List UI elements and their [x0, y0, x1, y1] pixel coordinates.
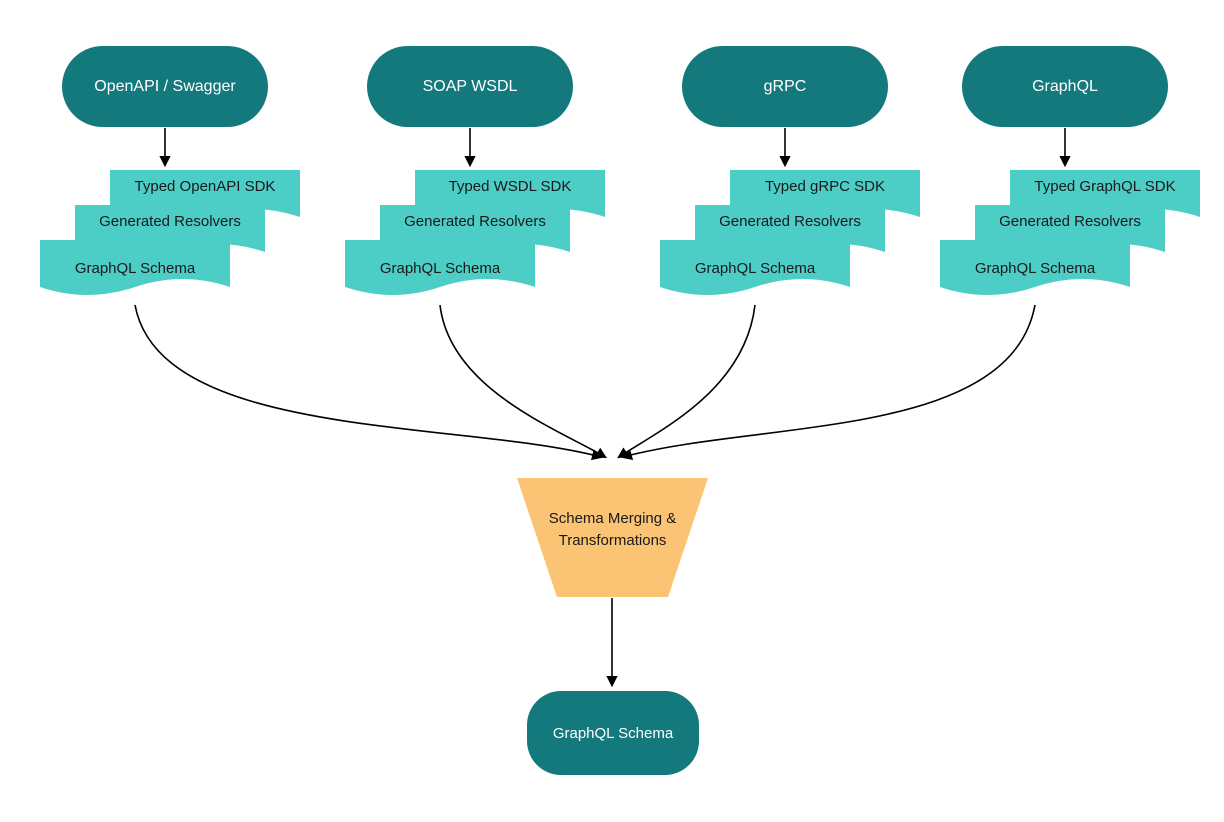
sdk-document-label: Typed WSDL SDK — [448, 178, 572, 195]
schema-document-label: GraphQL Schema — [694, 260, 816, 277]
output-schema-label: GraphQL Schema — [552, 724, 674, 742]
sdk-document-label: Typed OpenAPI SDK — [134, 178, 276, 195]
source-node-openapi: OpenAPI / Swagger — [62, 46, 268, 127]
source-node-label: SOAP WSDL — [422, 77, 518, 95]
curve-openapi-to-merge — [134, 304, 604, 461]
document-shape-schema — [40, 240, 230, 295]
sdk-document-label: Typed GraphQL SDK — [1034, 178, 1176, 195]
resolvers-document-label: Generated Resolvers — [999, 213, 1141, 230]
document-shape-schema — [660, 240, 850, 295]
source-node-soap: SOAP WSDL — [367, 46, 573, 127]
resolvers-document-label: Generated Resolvers — [99, 213, 241, 230]
resolvers-document-label: Generated Resolvers — [719, 213, 861, 230]
resolvers-document-label: Generated Resolvers — [404, 213, 546, 230]
curve-soap-to-merge — [439, 304, 607, 459]
source-node-label: GraphQL — [1032, 77, 1098, 95]
document-shape-schema — [345, 240, 535, 295]
document-shape-schema — [940, 240, 1130, 295]
sdk-document-label: Typed gRPC SDK — [764, 178, 886, 195]
merge-trapezoid-shape — [517, 478, 708, 597]
curve-graphql-to-merge — [620, 304, 1036, 461]
document-stack-grpc — [660, 170, 920, 295]
document-stack-graphql — [940, 170, 1200, 295]
source-node-grpc: gRPC — [682, 46, 888, 127]
source-node-label: OpenAPI / Swagger — [94, 77, 236, 95]
merge-node-label-line1: Schema Merging & — [548, 510, 677, 527]
document-stack-openapi — [40, 170, 300, 295]
merge-node-label: Schema Merging & Transformations — [517, 508, 708, 552]
schema-document-label: GraphQL Schema — [74, 260, 196, 277]
schema-document-label: GraphQL Schema — [974, 260, 1096, 277]
document-stack-soap — [345, 170, 605, 295]
merge-node-label-line2: Transformations — [558, 532, 667, 549]
schema-document-label: GraphQL Schema — [379, 260, 501, 277]
source-node-graphql: GraphQL — [962, 46, 1168, 127]
source-node-label: gRPC — [763, 77, 807, 95]
curve-grpc-to-merge — [617, 304, 756, 459]
output-schema-node: GraphQL Schema — [527, 691, 699, 775]
